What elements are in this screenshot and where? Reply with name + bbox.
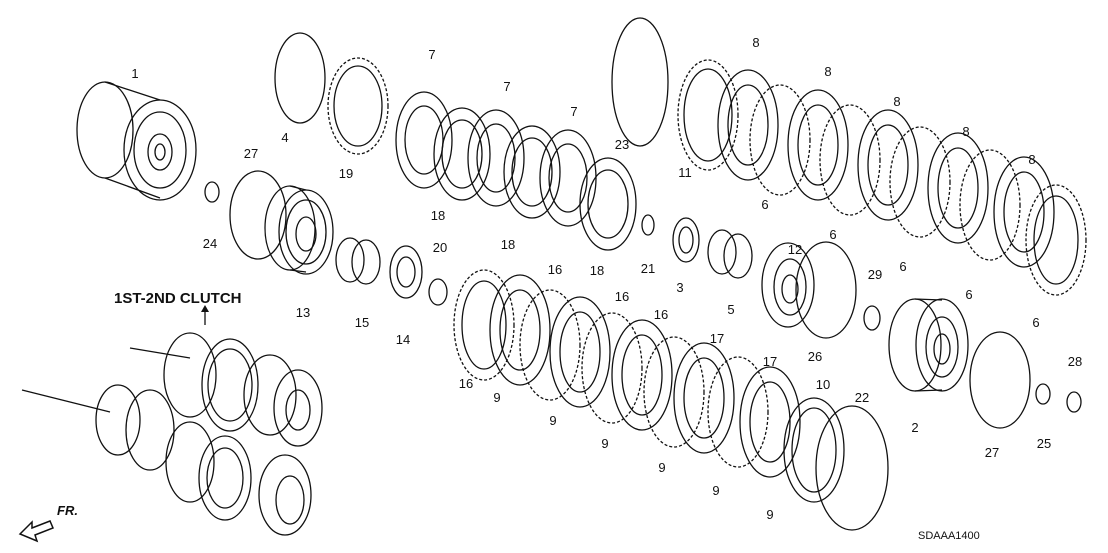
section-heading: 1ST-2ND CLUTCH (114, 290, 242, 307)
callout: 8 (824, 64, 832, 79)
callout: 9 (601, 436, 609, 451)
callout: 15 (354, 315, 370, 330)
spring-part (335, 237, 365, 283)
snap-ring-part (611, 17, 669, 147)
clutch-hub-part (888, 298, 969, 392)
callout: 3 (676, 280, 684, 295)
callout: 13 (295, 305, 311, 320)
callout: 14 (395, 332, 411, 347)
callout: 28 (1067, 354, 1083, 369)
callout: 9 (712, 483, 720, 498)
snap-ring-part (1035, 383, 1051, 405)
clutch-pack-upper (677, 59, 1087, 296)
callout: 27 (984, 445, 1000, 460)
callout: 4 (281, 130, 289, 145)
o-ring-part (795, 241, 857, 339)
callout: 6 (761, 197, 769, 212)
callout: 16 (653, 307, 669, 322)
callout: 21 (640, 261, 656, 276)
callout: 9 (493, 390, 501, 405)
snap-ring-part (815, 405, 889, 531)
callout: 1 (131, 66, 139, 81)
direction-label: FR. (57, 503, 78, 518)
callout: 16 (458, 376, 474, 391)
callout: 7 (503, 79, 511, 94)
callout: 25 (1036, 436, 1052, 451)
callout: 22 (854, 390, 870, 405)
friction-disc-part (395, 91, 637, 251)
callout: 18 (589, 263, 605, 278)
callout: 11 (678, 165, 692, 180)
callout: 6 (965, 287, 973, 302)
callout: 6 (1032, 315, 1040, 330)
callout: 19 (338, 166, 354, 181)
callout: 27 (243, 146, 259, 161)
callout: 8 (752, 35, 760, 50)
callout: 9 (658, 460, 666, 475)
o-ring-part (969, 331, 1031, 429)
front-direction-arrow (18, 520, 54, 543)
callout: 8 (1028, 152, 1036, 167)
bearing-part (672, 217, 700, 263)
callout: 16 (547, 262, 563, 277)
callout: 16 (614, 289, 630, 304)
clutch-drum-part (76, 81, 197, 201)
snap-ring-part (204, 181, 220, 203)
o-ring-part (229, 170, 287, 260)
piston-part (264, 185, 334, 275)
clutch-pack-lower (453, 269, 845, 503)
callout: 17 (762, 354, 778, 369)
callout: 20 (432, 240, 448, 255)
diagram-code: SDAAA1400 (918, 530, 980, 542)
callout: 2 (911, 420, 919, 435)
callout: 9 (766, 507, 774, 522)
bearing-part (389, 245, 423, 299)
snap-ring-part (274, 32, 326, 124)
callout: 5 (727, 302, 735, 317)
spring-part (707, 229, 737, 275)
callout: 18 (430, 208, 446, 223)
callout: 8 (893, 94, 901, 109)
callout: 29 (867, 267, 883, 282)
callout: 23 (614, 137, 630, 152)
snap-ring-part (641, 214, 655, 236)
snap-ring-part (1066, 391, 1082, 413)
callout: 26 (807, 349, 823, 364)
callout: 7 (428, 47, 436, 62)
shaft-assembly-illustration (21, 332, 323, 536)
snap-ring-part (863, 305, 881, 331)
callout: 12 (787, 242, 803, 257)
callout: 8 (962, 124, 970, 139)
callout: 24 (202, 236, 218, 251)
callout: 18 (500, 237, 516, 252)
callout: 7 (570, 104, 578, 119)
end-plate-part (327, 57, 389, 155)
callout: 17 (709, 331, 725, 346)
callout: 6 (829, 227, 837, 242)
callout: 9 (549, 413, 557, 428)
callout: 6 (899, 259, 907, 274)
washer-part (428, 278, 448, 306)
callout: 10 (815, 377, 831, 392)
piston-part (761, 242, 815, 328)
